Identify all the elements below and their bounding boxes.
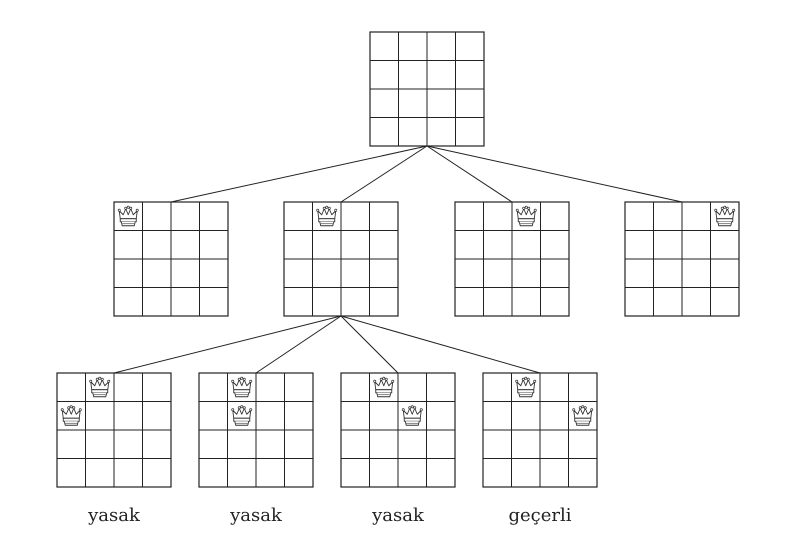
board-level1-4 bbox=[624, 201, 740, 317]
queen-crown-icon bbox=[515, 205, 537, 227]
outcome-label-2: yasak bbox=[230, 505, 282, 526]
edge-root-to-level1-2 bbox=[340, 145, 428, 203]
board-level1-2 bbox=[283, 201, 399, 317]
edge-level1-to-level2-1 bbox=[113, 315, 342, 374]
queen-crown-icon bbox=[316, 205, 338, 227]
edge-level1-to-level2-3 bbox=[340, 315, 399, 374]
edge-level1-to-level2-4 bbox=[340, 315, 541, 374]
edge-level1-to-level2-2 bbox=[255, 315, 342, 374]
outcome-label-3: yasak bbox=[372, 505, 424, 526]
board-root bbox=[369, 31, 485, 147]
outcome-label-1: yasak bbox=[88, 505, 140, 526]
queen-crown-icon bbox=[60, 405, 82, 426]
board-level2-2 bbox=[198, 372, 314, 488]
board-level2-4 bbox=[482, 372, 598, 488]
edge-root-to-level1-3 bbox=[426, 145, 513, 203]
board-level1-3 bbox=[454, 201, 570, 317]
queen-crown-icon bbox=[231, 405, 253, 426]
queen-crown-icon bbox=[231, 376, 253, 398]
queen-crown-icon bbox=[373, 376, 395, 398]
edge-root-to-level1-4 bbox=[426, 145, 683, 203]
outcome-label-4: geçerli bbox=[508, 505, 572, 526]
queen-crown-icon bbox=[572, 405, 594, 426]
edge-root-to-level1-1 bbox=[170, 145, 428, 203]
queen-crown-icon bbox=[117, 205, 139, 227]
board-level2-1 bbox=[56, 372, 172, 488]
board-level1-1 bbox=[113, 201, 229, 317]
queen-crown-icon bbox=[714, 205, 736, 227]
queen-crown-icon bbox=[89, 376, 111, 398]
queen-crown-icon bbox=[401, 405, 423, 426]
queen-crown-icon bbox=[515, 376, 537, 398]
board-level2-3 bbox=[340, 372, 456, 488]
